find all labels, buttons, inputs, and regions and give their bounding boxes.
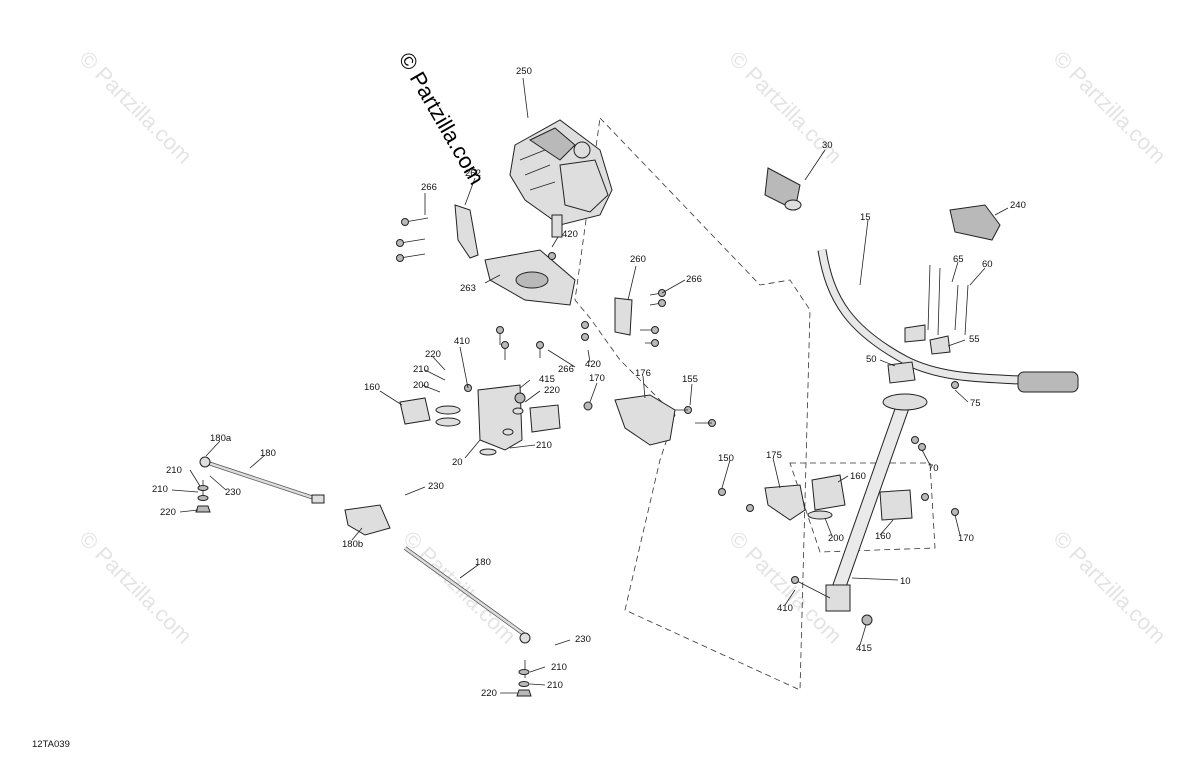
callout-label: 170 xyxy=(589,373,605,384)
column-block xyxy=(399,384,561,456)
callout-label: 210 xyxy=(152,484,168,495)
callout-label: 410 xyxy=(777,603,793,614)
callout-label: 210 xyxy=(166,465,182,476)
handlebar-clamps xyxy=(887,264,969,389)
callout-label: 420 xyxy=(562,229,578,240)
callout-label: 176 xyxy=(635,368,651,379)
watermark: © Partzilla.com xyxy=(74,526,197,649)
callout-label: 250 xyxy=(516,66,532,77)
callout-label: 15 xyxy=(860,212,871,223)
callout-label: 10 xyxy=(900,576,911,587)
callout-label: 175 xyxy=(766,450,782,461)
callout-label: 410 xyxy=(454,336,470,347)
clamp-176 xyxy=(583,394,716,446)
callout-label: 266 xyxy=(558,364,574,375)
callout-label: 150 xyxy=(718,453,734,464)
callout-label: 70 xyxy=(928,463,939,474)
watermarks: © Partzilla.com © Partzilla.com © Partzi… xyxy=(74,46,1171,649)
callout-label: 75 xyxy=(970,398,981,409)
callout-label: 230 xyxy=(225,487,241,498)
callout-label: 210 xyxy=(536,440,552,451)
callout-label: 180a xyxy=(210,433,232,444)
assembly-outline xyxy=(574,117,811,691)
watermark: © Partzilla.com xyxy=(1048,526,1171,649)
callout-label: 415 xyxy=(539,374,555,385)
copyright-overlay: © Partzilla.com xyxy=(394,48,490,189)
callout-label: 180b xyxy=(342,539,363,550)
callout-label: 160 xyxy=(850,471,866,482)
callout-label: 220 xyxy=(544,385,560,396)
callout-label: 155 xyxy=(682,374,698,385)
callout-label: 50 xyxy=(866,354,877,365)
column-clamp xyxy=(718,474,959,521)
callout-label: 65 xyxy=(953,254,964,265)
callout-label: 263 xyxy=(460,283,476,294)
callout-label: 266 xyxy=(421,182,437,193)
callout-label: 20 xyxy=(452,457,463,468)
callout-label: 30 xyxy=(822,140,833,151)
diagram-code: 12TA039 xyxy=(32,739,70,750)
callout-label: 415 xyxy=(856,643,872,654)
callout-label: 55 xyxy=(969,334,980,345)
tie-rods xyxy=(195,456,532,697)
callout-label: 262 xyxy=(465,168,481,179)
callout-label: 200 xyxy=(828,533,844,544)
callout-label: 220 xyxy=(160,507,176,518)
callout-label: 60 xyxy=(982,259,993,270)
callouts: 250 266 262 420 260 266 263 266 420 410 … xyxy=(152,66,1026,699)
callout-label: 266 xyxy=(686,274,702,285)
callout-label: 170 xyxy=(958,533,974,544)
callout-label: 200 xyxy=(413,380,429,391)
leader-lines xyxy=(171,77,1009,694)
watermark: © Partzilla.com xyxy=(74,46,197,169)
bracket-260 xyxy=(614,297,633,336)
callout-label: 420 xyxy=(585,359,601,370)
callout-label: 260 xyxy=(630,254,646,265)
callout-label: 160 xyxy=(364,382,380,393)
callout-label: 210 xyxy=(551,662,567,673)
callout-label: 210 xyxy=(413,364,429,375)
callout-label: 230 xyxy=(428,481,444,492)
callout-label: 240 xyxy=(1010,200,1026,211)
callout-label: 210 xyxy=(547,680,563,691)
callout-label: 160 xyxy=(875,531,891,542)
callout-label: 230 xyxy=(575,634,591,645)
callout-label: 180 xyxy=(260,448,276,459)
steering-column xyxy=(791,393,928,626)
callout-label: 220 xyxy=(481,688,497,699)
bracket xyxy=(454,204,479,259)
steering-gearbox xyxy=(509,119,613,238)
watermark: © Partzilla.com xyxy=(1048,46,1171,169)
handlebar xyxy=(764,167,1079,393)
callout-label: 220 xyxy=(425,349,441,360)
callout-label: 180 xyxy=(475,557,491,568)
